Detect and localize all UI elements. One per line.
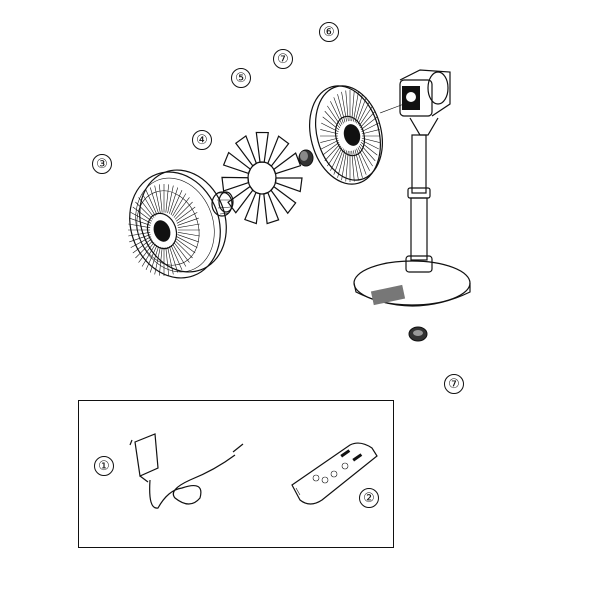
- fan-blade: [221, 131, 303, 225]
- front-guard: [128, 169, 227, 279]
- accessories-box: [78, 400, 394, 548]
- part-label-rear-guard: ⑥: [319, 22, 339, 42]
- spinner-cap: [211, 191, 234, 217]
- ac-adapter: [129, 433, 244, 509]
- rear-guard: [309, 85, 383, 185]
- part-label-blade: ⑤: [231, 68, 251, 88]
- part-label-nut-lower: ⑦: [444, 374, 464, 394]
- remote-control: [291, 442, 378, 505]
- blade-nut-upper: [298, 149, 314, 167]
- base-nut-lower: [408, 326, 428, 342]
- part-label-adapter: ①: [94, 456, 114, 476]
- part-label-remote: ②: [359, 488, 379, 508]
- part-label-nut-upper: ⑦: [273, 49, 293, 69]
- motor-stand: [353, 69, 471, 307]
- part-label-spinner: ④: [192, 130, 212, 150]
- part-label-front-guard: ③: [92, 154, 112, 174]
